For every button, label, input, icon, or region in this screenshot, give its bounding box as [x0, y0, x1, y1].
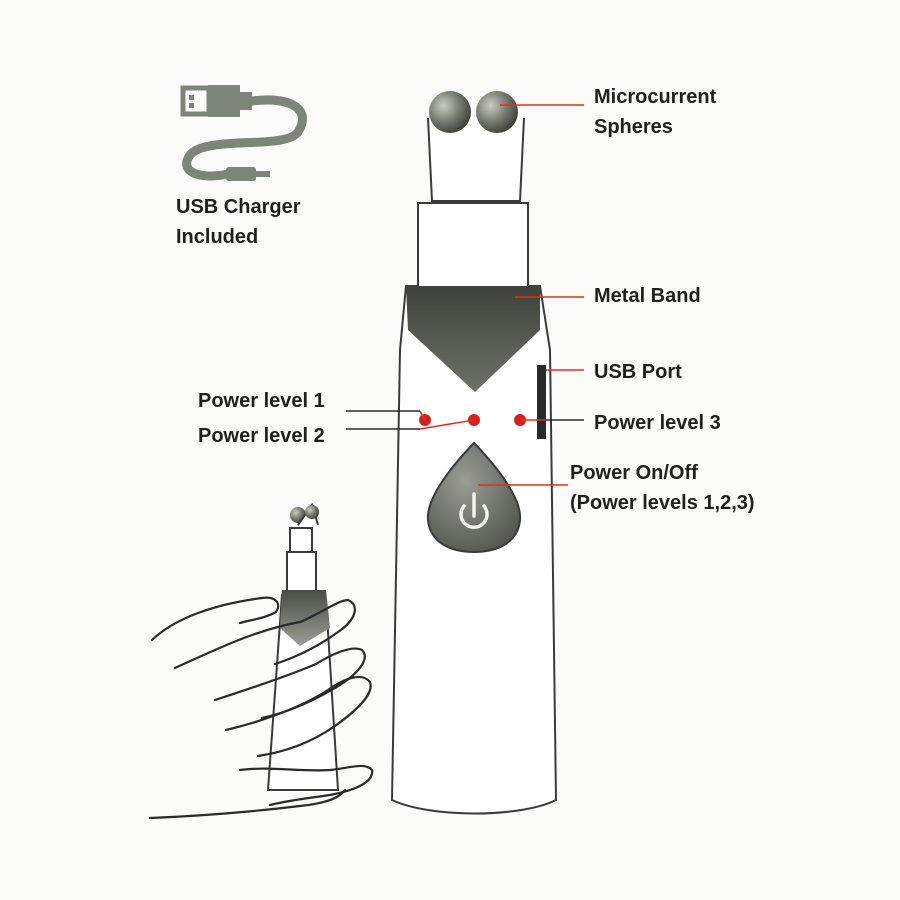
power-onoff-label: Power On/Off (Power levels 1,2,3) [570, 458, 755, 518]
metal-band [406, 286, 540, 392]
hand-icon [148, 596, 374, 820]
power-level-3-label: Power level 3 [594, 412, 721, 434]
usb-charger-line1: USB Charger [176, 196, 301, 218]
power-level-1-label: Power level 1 [198, 390, 325, 412]
metal-band-label: Metal Band [594, 285, 701, 307]
usb-port [537, 365, 546, 439]
usb-charger-line2: Included [176, 226, 259, 248]
power-icon [459, 492, 489, 530]
usb-charger-label: USB Charger Included [176, 192, 300, 252]
device-head [427, 117, 525, 202]
microcurrent-spheres-label: Microcurrent Spheres [594, 82, 716, 142]
usb-port-label: USB Port [594, 361, 682, 383]
leader-power-level-2-b [419, 419, 475, 430]
usb-cable-icon [180, 85, 307, 181]
power-onoff-line1: Power On/Off [570, 462, 698, 484]
leader-power-level-1-b [419, 410, 426, 421]
microcurrent-line1: Microcurrent [594, 86, 717, 108]
power-level-2-label: Power level 2 [198, 425, 325, 447]
device-neck [417, 202, 529, 288]
microcurrent-line2: Spheres [594, 116, 673, 138]
power-onoff-line2: (Power levels 1,2,3) [570, 492, 755, 514]
microcurrent-spheres [429, 91, 518, 133]
main-device [390, 117, 558, 815]
hand-held-device [266, 502, 340, 791]
leader-lines [346, 104, 584, 486]
